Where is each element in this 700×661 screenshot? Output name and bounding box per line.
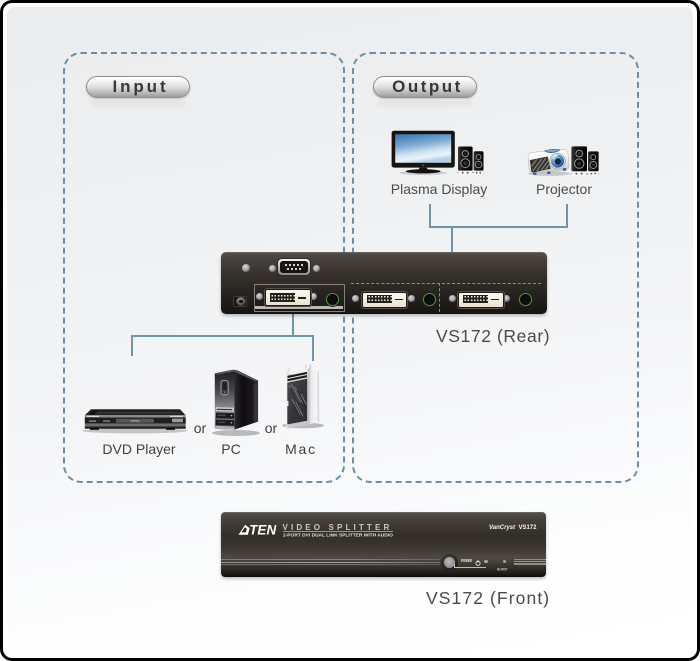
svg-text:TEN: TEN [249, 524, 276, 536]
